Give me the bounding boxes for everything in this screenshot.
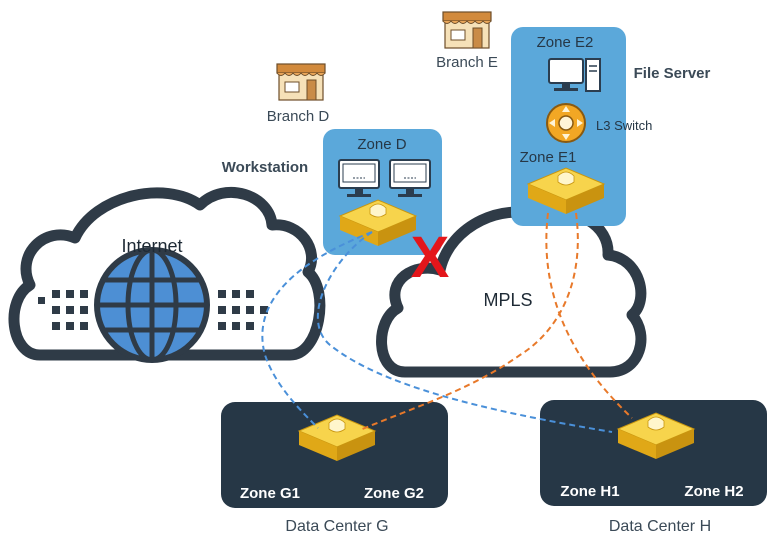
branch-d-store-icon: [276, 63, 326, 101]
branch-d-label: Branch D: [267, 108, 330, 125]
globe-icon: [94, 247, 210, 363]
l3-switch-icon: [546, 103, 586, 143]
file-server-label: File Server: [634, 65, 711, 82]
link-failure-x-icon: X: [411, 225, 450, 290]
zone-h2-label: Zone H2: [684, 483, 743, 500]
mpls-link-zone-e1-to-dc-g: [359, 212, 579, 431]
zone-g2-label: Zone G2: [364, 485, 424, 502]
workstation-label: Workstation: [222, 159, 308, 176]
internet-label: Internet: [121, 236, 182, 256]
mpls-link-zone-e1-to-dc-h: [545, 212, 633, 419]
internet-dots-right: [218, 290, 268, 330]
zone-d-label: Zone D: [357, 136, 406, 153]
data-center-h-label: Data Center H: [609, 518, 711, 535]
internet-dots-left: [38, 290, 88, 330]
l3-switch-label: L3 Switch: [596, 118, 652, 133]
zone-g1-label: Zone G1: [240, 485, 300, 502]
internet-link-zone-d-to-dc-h: [316, 231, 613, 433]
internet-cloud: [8, 186, 326, 363]
zone-e1-label: Zone E1: [520, 149, 577, 166]
zone-h1-label: Zone H1: [560, 483, 619, 500]
branch-e-store-icon: [442, 11, 492, 49]
branch-e-label: Branch E: [436, 54, 498, 71]
file-server-icon: [548, 58, 601, 92]
mpls-label: MPLS: [483, 290, 532, 310]
zone-e2-label: Zone E2: [537, 34, 594, 51]
data-center-g-label: Data Center G: [285, 518, 388, 535]
internet-link-zone-d-to-dc-g: [261, 231, 373, 429]
